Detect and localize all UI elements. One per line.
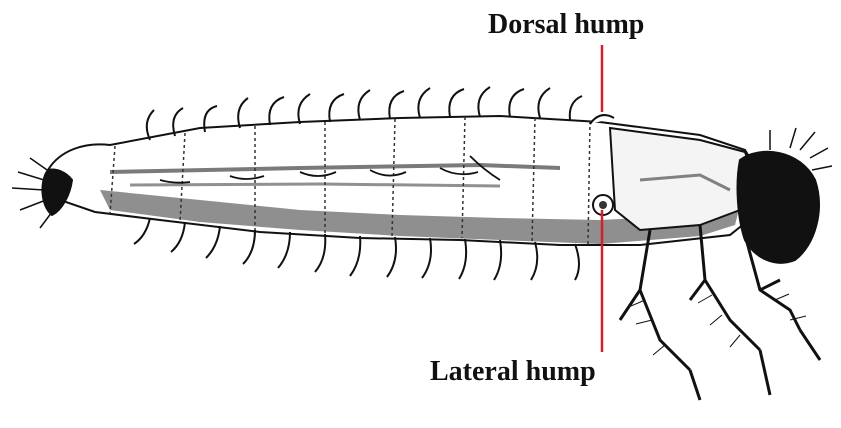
dorsal-hump-label: Dorsal hump (488, 11, 644, 39)
lateral-hump-label: Lateral hump (430, 358, 596, 386)
head (738, 128, 832, 263)
